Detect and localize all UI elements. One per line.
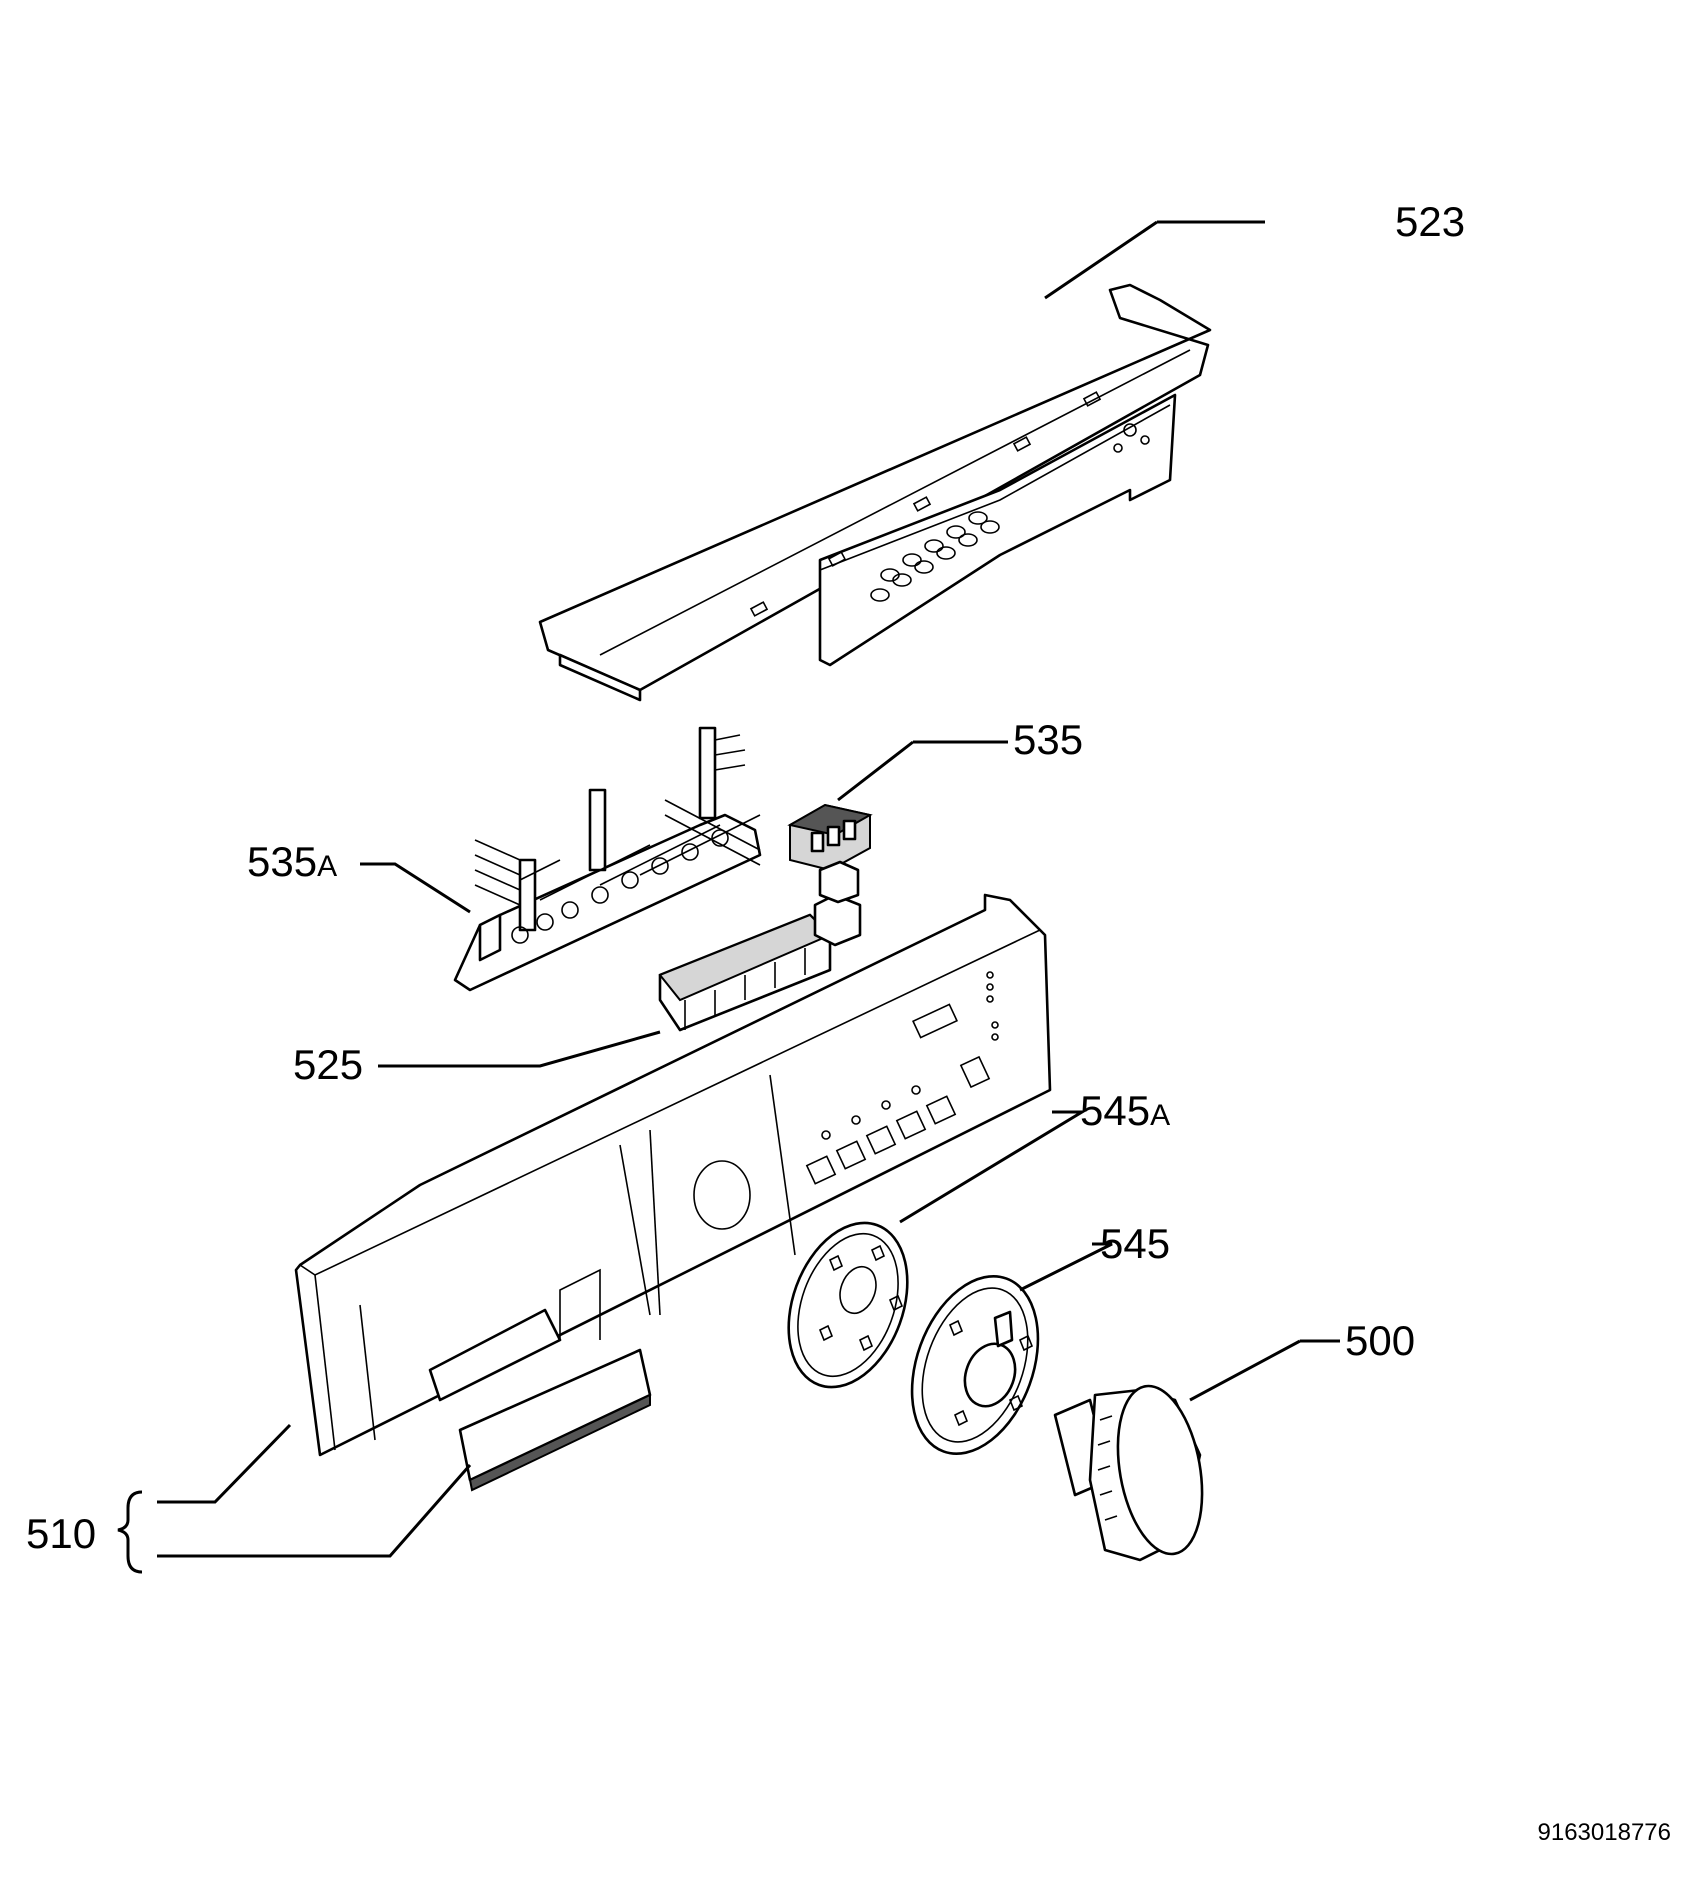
- panel-buttons: [805, 971, 999, 1185]
- leader-525: [378, 1030, 661, 1068]
- leader-lines: [117, 220, 1340, 1574]
- label-545a: 545A: [1080, 1087, 1170, 1134]
- leader-545a: [899, 1110, 1088, 1224]
- leader-500: [1189, 1339, 1340, 1402]
- leader-510-panel: [157, 1423, 292, 1504]
- leader-535: [837, 740, 1008, 802]
- label-535a: 535A: [247, 838, 337, 885]
- label-500: 500: [1345, 1317, 1415, 1364]
- part-545a-disc: [787, 1221, 909, 1389]
- label-525: 525: [293, 1041, 363, 1088]
- brace-510: [117, 1490, 143, 1574]
- part-523-bracket: [538, 283, 1212, 702]
- part-535a-switch-rods: [453, 726, 762, 992]
- rod-knobs: [511, 829, 729, 944]
- leader-535a: [360, 862, 471, 914]
- part-535-connector: [787, 803, 873, 872]
- window-insert: [458, 1348, 652, 1492]
- leader-545: [1019, 1242, 1113, 1292]
- document-number: 9163018776: [1537, 1819, 1671, 1846]
- rods: [474, 726, 761, 932]
- label-523: 523: [1395, 198, 1465, 245]
- leader-523: [1044, 220, 1265, 300]
- bracket-holes: [870, 423, 1150, 602]
- part-labels: 523 535 535A 525 545A 545 500 510: [26, 198, 1465, 1557]
- label-535: 535: [1013, 716, 1083, 763]
- label-545: 545: [1100, 1220, 1170, 1267]
- part-545-disc: [910, 1275, 1040, 1455]
- part-510-control-panel: [294, 893, 1052, 1492]
- bracket-slots: [749, 391, 1102, 617]
- part-500-knob: [1053, 1384, 1204, 1562]
- leader-510-window: [157, 1464, 472, 1558]
- label-510: 510: [26, 1510, 96, 1557]
- part-525-button-strip: [658, 860, 862, 1032]
